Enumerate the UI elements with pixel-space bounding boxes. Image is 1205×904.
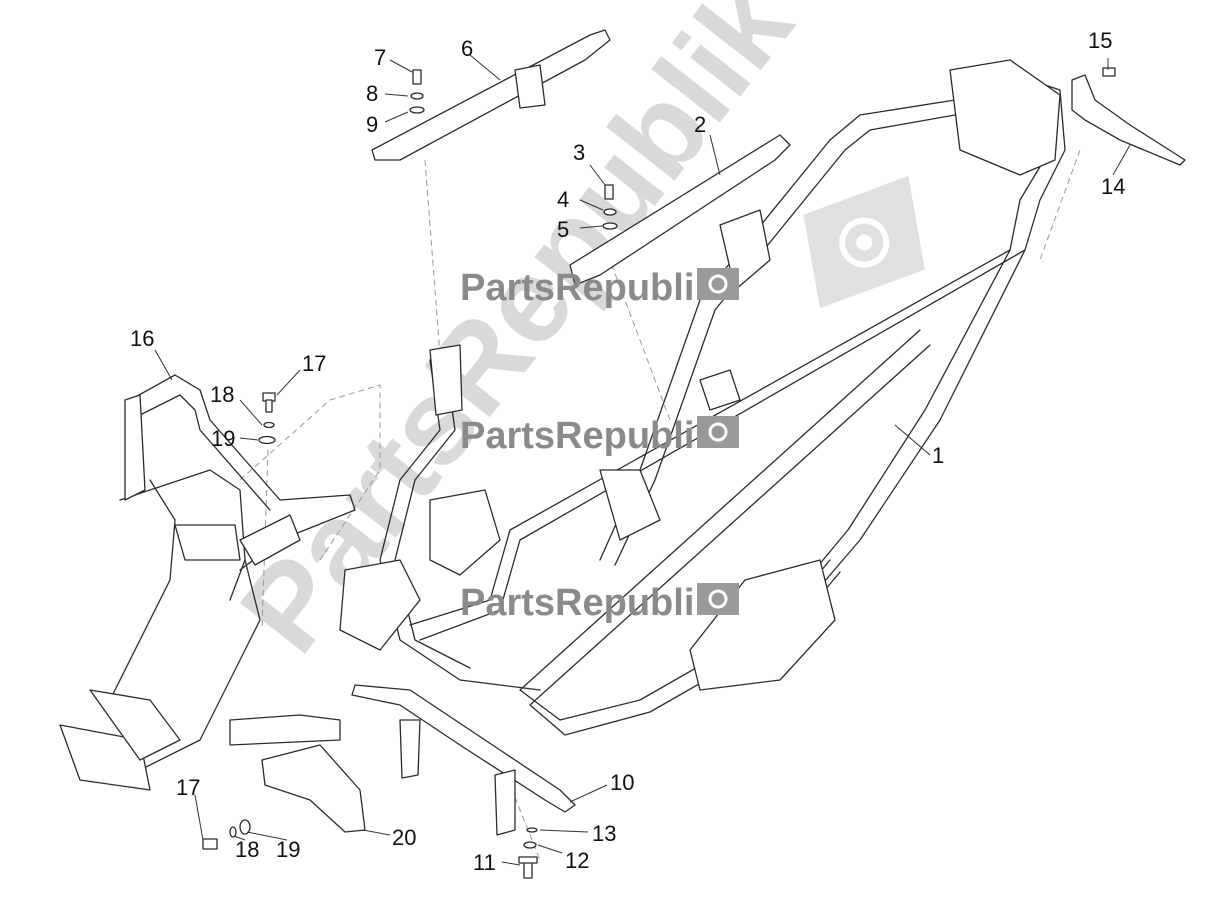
part-3-5-hardware [602, 184, 618, 230]
svg-text:PartsRepublik: PartsRepublik [460, 582, 716, 624]
watermark-row-3: PartsRepublik [460, 582, 739, 624]
callout-16: 16 [130, 326, 154, 351]
part-15-screw [1102, 67, 1116, 77]
gear-flag-icon [697, 583, 739, 615]
main-frame [339, 59, 1066, 736]
watermark-row-2: PartsRepublik [460, 415, 739, 457]
part-10-bracket [351, 684, 576, 836]
callout-19-top: 19 [211, 426, 235, 451]
callout-4: 4 [557, 187, 569, 212]
gear-flag-icon [697, 268, 739, 300]
callout-8: 8 [366, 81, 378, 106]
callout-13: 13 [592, 821, 616, 846]
watermark-big-flag-icon [803, 175, 925, 309]
callout-11: 11 [473, 850, 496, 875]
callout-14: 14 [1101, 174, 1125, 199]
callout-19-bottom: 19 [276, 837, 300, 862]
callout-1: 1 [932, 443, 944, 468]
svg-text:PartsRepublik: PartsRepublik [460, 267, 716, 309]
part-2-bracket [569, 134, 791, 286]
part-17-19-upper-hardware [258, 392, 276, 445]
callout-17-bottom: 17 [176, 775, 200, 800]
callout-10: 10 [610, 770, 634, 795]
callout-9: 9 [366, 112, 378, 137]
part-7-9-hardware [409, 69, 425, 114]
callout-2: 2 [694, 112, 706, 137]
callout-15: 15 [1088, 28, 1112, 53]
callout-12: 12 [565, 848, 589, 873]
leader-lines [154, 54, 1131, 866]
svg-text:PartsRepublik: PartsRepublik [460, 415, 716, 457]
gear-flag-icon [697, 416, 739, 448]
callout-6: 6 [461, 36, 473, 61]
part-6-bracket [371, 29, 611, 161]
part-17-19-lower-hardware [202, 819, 251, 850]
part-16-front-rack [59, 374, 356, 791]
watermark-diagonal: PartsRepublik [215, 0, 818, 676]
callout-20: 20 [392, 825, 416, 850]
callout-17-top: 17 [302, 351, 326, 376]
callout-labels: 1 2 3 4 5 6 7 8 9 10 11 12 13 14 15 16 1… [130, 28, 1125, 875]
callout-5: 5 [557, 217, 569, 242]
callout-18-top: 18 [210, 382, 234, 407]
part-14-plate [1071, 74, 1186, 166]
part-11-13-hardware [518, 827, 538, 879]
callout-7: 7 [374, 45, 386, 70]
part-20-plate [261, 744, 366, 833]
callout-18-bottom: 18 [235, 837, 259, 862]
watermark-row-1: PartsRepublik [460, 267, 739, 309]
callout-3: 3 [573, 140, 585, 165]
